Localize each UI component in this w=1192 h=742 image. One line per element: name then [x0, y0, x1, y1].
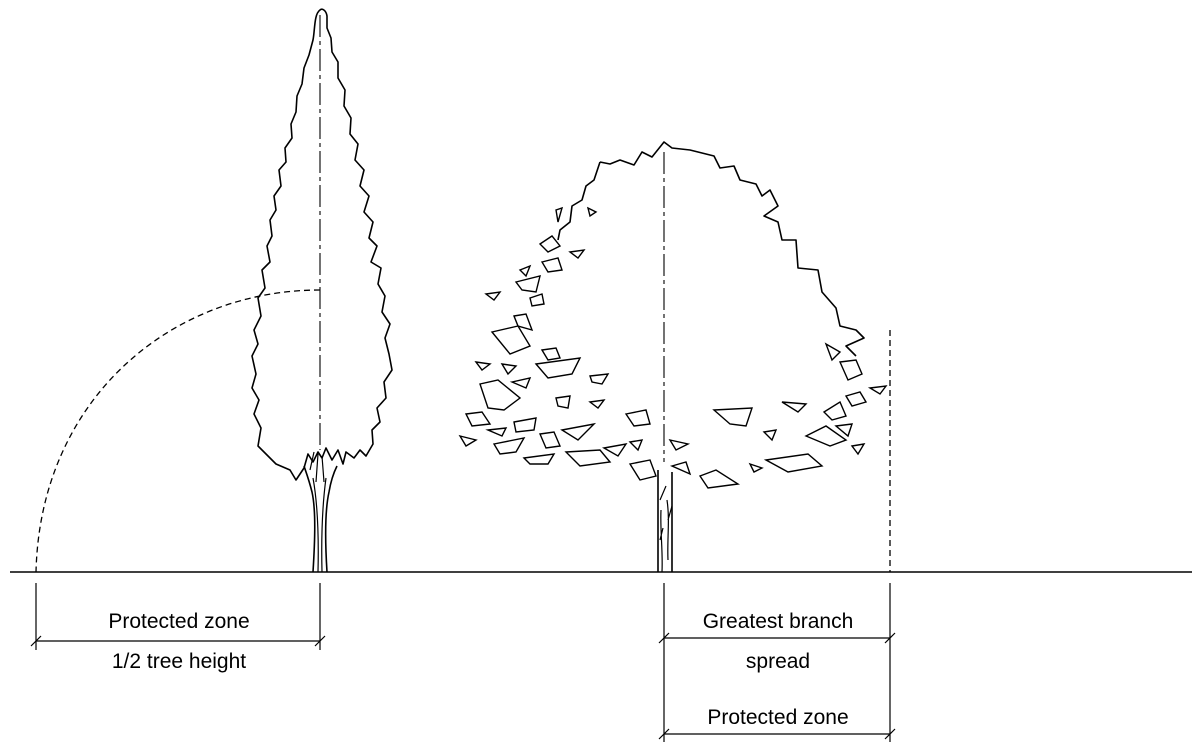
leaf [522, 453, 556, 465]
leaf [500, 363, 518, 376]
broad-tree-crown [599, 141, 865, 357]
leaf [762, 429, 778, 442]
leaf [712, 407, 753, 427]
leaf [490, 325, 532, 355]
leaf [628, 439, 644, 452]
left-protected-zone-label: Protected zone [108, 610, 249, 633]
leaf [479, 379, 522, 411]
leaf [485, 427, 508, 437]
right-greatest-branch-label: Greatest branch [703, 610, 854, 633]
leaf [534, 357, 582, 379]
broad-tree-trunk [657, 470, 673, 572]
leaf [601, 443, 628, 457]
leaf [822, 400, 847, 421]
leaf [540, 347, 561, 361]
leaf [834, 423, 854, 438]
broad-tree [458, 141, 891, 573]
leaf [748, 462, 764, 473]
right-dimension [658, 583, 896, 742]
left-tick-1 [30, 635, 42, 647]
columnar-tree-trunk [303, 465, 338, 573]
leaf [514, 275, 541, 293]
leaf [555, 395, 571, 409]
leaf [518, 264, 532, 278]
leaf [844, 391, 868, 407]
leaf [589, 373, 610, 385]
left-tick-2 [314, 635, 326, 647]
leaf [781, 401, 808, 413]
leaf [586, 206, 598, 218]
leaf [668, 438, 691, 451]
leaf [763, 453, 824, 473]
leaf [464, 411, 492, 427]
leaf [564, 449, 612, 467]
leaf [513, 417, 537, 433]
leaf [588, 399, 606, 409]
protected-zone-arc [35, 289, 321, 573]
leaf [850, 443, 866, 456]
columnar-tree-trunk-detail [309, 451, 327, 573]
leaf [867, 385, 888, 395]
right-tick-1a [658, 632, 670, 644]
leaf [628, 459, 657, 481]
leaf [509, 377, 532, 389]
right-tick-2a [658, 728, 670, 740]
leaf [560, 422, 597, 441]
broad-tree-trunk-detail [659, 485, 673, 573]
leaf [540, 257, 563, 273]
leaf [474, 361, 492, 371]
leaf [458, 434, 478, 447]
leaf [484, 291, 502, 301]
right-spread-label: spread [746, 650, 810, 673]
leaf [568, 249, 586, 259]
columnar-tree [251, 8, 393, 573]
leaf [529, 293, 545, 307]
leaf [824, 342, 842, 362]
left-dimension [30, 583, 326, 650]
leaf [538, 235, 562, 253]
broad-tree-leaves [458, 206, 888, 489]
right-protected-zone-label: Protected zone [707, 706, 848, 729]
leaf [838, 359, 863, 381]
leaf [624, 409, 651, 427]
right-tick-2b [884, 728, 896, 740]
left-half-height-label: 1/2 tree height [112, 650, 246, 673]
right-tick-1b [884, 632, 896, 644]
broad-tree-crown-left [557, 161, 601, 241]
leaf [669, 461, 692, 476]
columnar-tree-crown [251, 8, 393, 481]
leaf [555, 206, 564, 223]
leaf [492, 437, 526, 455]
leaf [538, 431, 562, 449]
leaf [804, 425, 848, 447]
leaf [698, 469, 740, 489]
